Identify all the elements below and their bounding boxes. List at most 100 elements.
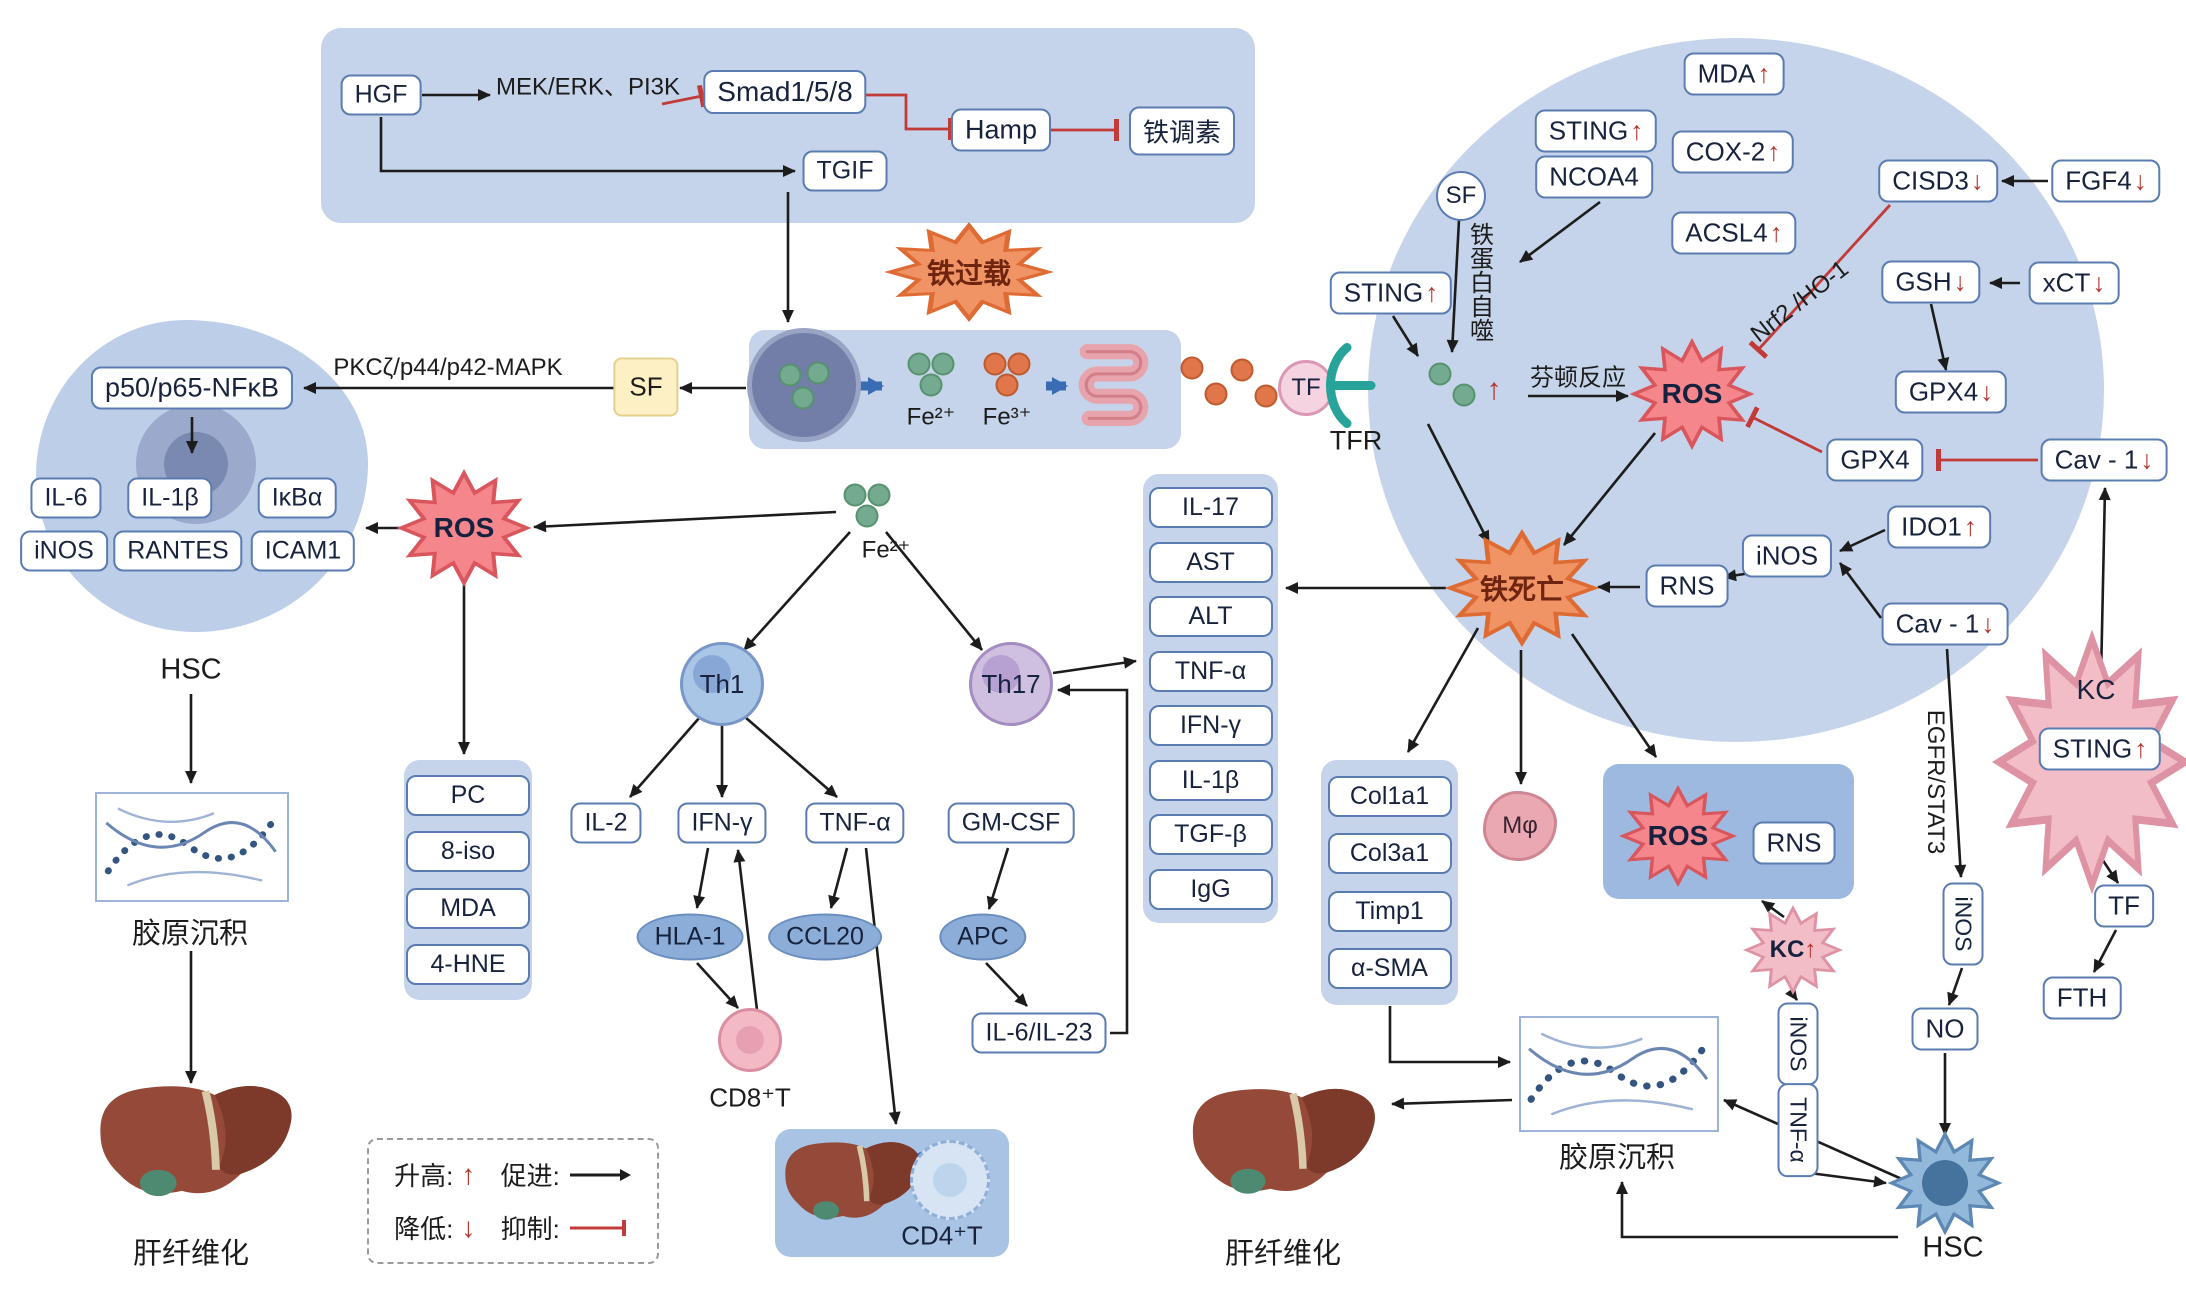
- liver-icon-left: [90, 1073, 300, 1228]
- sf-node: SF: [613, 357, 679, 417]
- ros-burst-left: ROS: [396, 469, 532, 587]
- ferritinophagy-label: 铁蛋白自噬: [1465, 222, 1493, 342]
- pkc-mapk-label: PKCζ/p44/p42-MAPK: [333, 354, 563, 381]
- free-fe2-dot: [855, 504, 879, 528]
- cisd3-node: CISD3↓: [1878, 159, 1998, 203]
- no-node: NO: [1911, 1007, 1979, 1051]
- hsc-left-label: HSC: [160, 653, 222, 686]
- kc-small-cell: KC↑: [1743, 905, 1843, 995]
- liver-icon-right: [1183, 1077, 1383, 1224]
- fe3-dot: [995, 373, 1019, 397]
- hamp-node: Hamp: [950, 108, 1052, 152]
- cox2-node: COX-2↑: [1671, 130, 1795, 174]
- tgfb-node: TGF-β: [1148, 814, 1273, 856]
- hsc-right-cell: [1887, 1130, 2003, 1236]
- collagen-marker-list: Col1a1 Col3a1 Timp1 α-SMA: [1321, 760, 1458, 1005]
- cav1-top-node: Cav - 1↓: [2040, 438, 2168, 482]
- fth-node: FTH: [2042, 976, 2122, 1020]
- iron-dot: [806, 361, 830, 385]
- free-fe2-dot: [867, 483, 891, 507]
- fgf4-node: FGF4↓: [2051, 159, 2161, 203]
- il2-node: IL-2: [570, 802, 642, 844]
- cytokine-list: IL-17 AST ALT TNF-α IFN-γ IL-1β TGF-β Ig…: [1143, 474, 1278, 923]
- legend-up-label: 升高:: [394, 1161, 454, 1191]
- kc-tf-node: TF: [2094, 884, 2154, 928]
- collagen-image-right: [1519, 1016, 1719, 1132]
- fe3-label: Fe³⁺: [982, 403, 1032, 431]
- legend: 升高:↑ 促进: 降低:↓ 抑制:: [367, 1138, 659, 1264]
- inos-node-left: iNOS: [20, 530, 108, 572]
- ncoa4-node: NCOA4: [1535, 155, 1653, 199]
- 8iso-node: 8-iso: [406, 831, 530, 873]
- tnfa-list-node: TNF-α: [1148, 650, 1273, 692]
- icam1-node: ICAM1: [250, 530, 356, 572]
- intestine-icon: [1067, 334, 1163, 435]
- sting-left-node: STING↑: [1329, 271, 1453, 315]
- iron-overload-burst: 铁过载: [884, 222, 1054, 322]
- liver-icon-cd4: [778, 1134, 926, 1243]
- cd4-label: CD4⁺T: [901, 1220, 983, 1251]
- legend-inhibit-label: 抑制:: [500, 1214, 560, 1244]
- il1b-list-node: IL-1β: [1148, 759, 1273, 801]
- 4hne-node: 4-HNE: [406, 943, 530, 985]
- ros-burst-panel: ROS: [1619, 785, 1737, 887]
- labile-iron-dot: [1428, 362, 1452, 386]
- ikba-node: IκBα: [257, 477, 337, 519]
- timp1-node: Timp1: [1327, 890, 1452, 932]
- inhibit-bar-icon: [569, 1219, 626, 1236]
- cd8-cell: [718, 1008, 782, 1072]
- down-arrow-icon: ↓: [461, 1211, 476, 1243]
- hgf-node: HGF: [340, 74, 422, 116]
- rantes-node: RANTES: [113, 530, 243, 572]
- th1-label: Th1: [699, 668, 745, 699]
- oxidation-list: PC 8-iso MDA 4-HNE: [404, 760, 532, 1000]
- ifng-node: IFN-γ: [677, 802, 767, 844]
- iron-dot: [778, 363, 802, 387]
- sting-top-node: STING↑: [1534, 109, 1658, 153]
- nfkb-node: p50/p65-NFκB: [90, 366, 294, 410]
- inos-vertical-node: iNOS: [1777, 1002, 1819, 1086]
- th17-cell: Th17: [969, 642, 1053, 726]
- iron-loaded-cell: [747, 328, 861, 442]
- fe3-dot: [1007, 352, 1031, 376]
- tgif-node: TGIF: [802, 150, 888, 192]
- ido1-node: IDO1↑: [1887, 505, 1991, 549]
- legend-promote-label: 促进:: [500, 1161, 560, 1191]
- th17-label: Th17: [981, 668, 1041, 699]
- fibrosis-right-label: 肝纤维化: [1224, 1238, 1342, 1270]
- fenton-label: 芬顿反应: [1530, 364, 1626, 392]
- mda-up-node: MDA↑: [1683, 52, 1785, 96]
- sf-circle-node: SF: [1436, 171, 1486, 221]
- fe3-dot: [983, 352, 1007, 376]
- il6-node: IL-6: [30, 477, 102, 519]
- gpx4-down-node: GPX4↓: [1894, 370, 2008, 414]
- up-arrow-icon: ↑: [461, 1158, 476, 1190]
- hsc-right-label: HSC: [1922, 1231, 1984, 1264]
- asma-node: α-SMA: [1327, 947, 1452, 989]
- col3a1-node: Col3a1: [1327, 833, 1452, 875]
- gmcsf-node: GM-CSF: [947, 802, 1075, 844]
- th1-cell: Th1: [680, 642, 764, 726]
- il17-node: IL-17: [1148, 487, 1273, 529]
- egfr-stat3-label: EGFR/STAT3: [1922, 709, 1949, 855]
- iron-dot: [791, 386, 815, 410]
- free-fe2-dot: [843, 483, 867, 507]
- ccl20-node: CCL20: [768, 913, 882, 961]
- macrophage-cell: Mφ: [1483, 791, 1557, 861]
- igg-node: IgG: [1148, 868, 1273, 910]
- hla1-node: HLA-1: [636, 913, 744, 961]
- hepcidin-panel-bg: [321, 28, 1255, 223]
- tnfa-node: TNF-α: [805, 802, 905, 844]
- hsc-right-core: [1922, 1160, 1968, 1206]
- free-fe2-label: Fe²⁺: [861, 536, 911, 564]
- gpx4-node: GPX4: [1826, 438, 1924, 482]
- ifng-list-node: IFN-γ: [1148, 705, 1273, 747]
- rns-panel-node: RNS: [1752, 821, 1836, 865]
- cav1-bottom-node: Cav - 1↓: [1881, 602, 2009, 646]
- iron-up-arrow: ↑: [1486, 373, 1502, 406]
- ros-burst-main: ROS: [1629, 338, 1755, 450]
- pc-node: PC: [406, 775, 530, 817]
- hepcidin-node: 铁调素: [1128, 106, 1236, 156]
- col1a1-node: Col1a1: [1327, 776, 1452, 818]
